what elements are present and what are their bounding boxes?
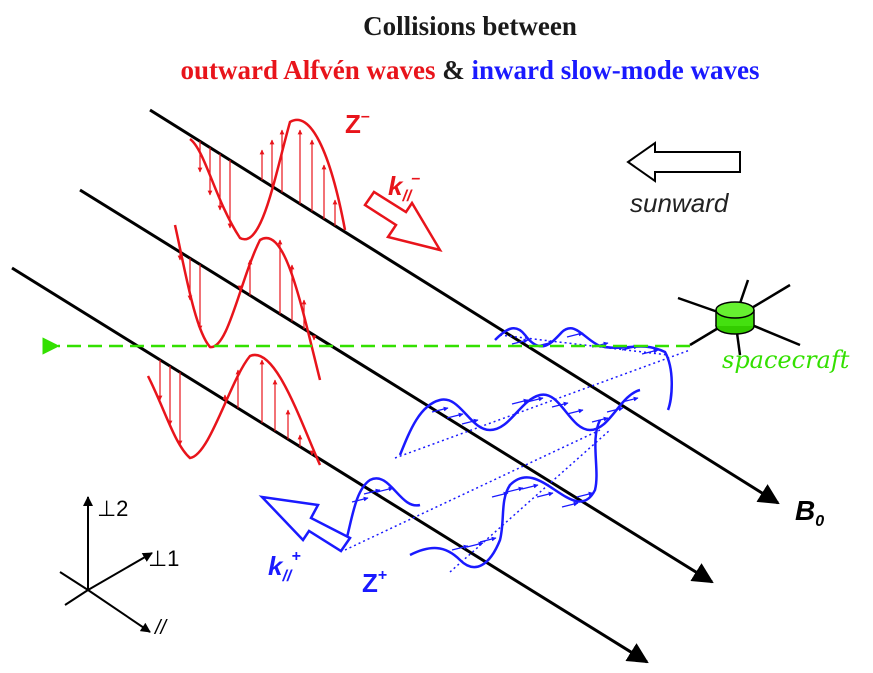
displacement-arrow [536,491,554,498]
slow-mode-wave-middle [398,388,641,456]
title-amp: & [436,55,472,85]
slow-mode-waves [343,327,673,569]
displacement-arrow [566,331,584,338]
displacement-arrow [466,541,484,548]
axis-perp1-label: ⊥1 [148,546,179,571]
axis-parallel-label: // [153,617,169,639]
sunward-arrow-icon [626,141,741,183]
displacement-arrow [606,406,624,413]
slow-mode-displacement-arrows [351,331,659,551]
displacement-arrow [576,491,594,498]
displacement-arrow [491,491,509,498]
title-line2: outward Alfvén waves & inward slow-mode … [181,55,760,85]
displacement-arrow [521,483,539,490]
displacement-arrow [446,412,464,419]
k-parallel-minus-label: k//– [388,170,420,205]
displacement-arrow [351,496,369,503]
field-line-top [149,108,780,505]
k-parallel-minus-arrow-icon [363,190,443,252]
slow-mode-wave-bottom-left [343,477,421,546]
z-minus-label: Z– [345,108,370,139]
displacement-arrow [591,416,609,423]
z-plus-label: Z+ [362,567,387,598]
title-alfven-part: outward Alfvén waves [181,55,436,85]
spacecraft-icon [677,279,801,356]
sunward-label: sunward [630,188,730,218]
field-line-bottom [11,266,649,664]
alfven-wave-bottom [146,353,322,466]
slow-mode-wave-bottom [409,419,602,569]
displacement-arrow [561,501,579,508]
k-parallel-plus-label: k//+ [268,548,301,585]
slow-mode-wave-top [494,327,673,411]
axis-perp2-label: ⊥2 [97,496,128,521]
displacement-arrow [551,401,569,408]
field-lines [11,108,780,664]
title-line1: Collisions between [363,11,577,41]
alfven-wave-middle [173,224,322,381]
displacement-arrow [376,486,394,493]
displacement-arrow [511,338,529,345]
coordinate-axes [59,496,153,633]
displacement-arrow [479,536,497,543]
displacement-arrow [451,544,469,551]
spacecraft-label: spacecraft [722,346,850,374]
k-parallel-plus-arrow-icon [258,495,352,553]
displacement-arrow [511,398,529,405]
displacement-arrow [621,396,639,403]
displacement-arrow [363,488,381,495]
displacement-arrow [526,396,544,403]
slow-mode-axes [344,334,691,573]
displacement-arrow [566,408,584,415]
displacement-arrow [431,406,449,413]
displacement-arrow [506,486,524,493]
displacement-arrow [641,348,659,355]
title-slow-mode-part: inward slow-mode waves [472,55,760,85]
field-line-middle [79,188,714,584]
displacement-arrow [461,418,479,425]
alfven-wave-top [189,118,347,241]
alfven-displacement-arrows [157,129,338,456]
b0-label: B0 [795,495,824,530]
